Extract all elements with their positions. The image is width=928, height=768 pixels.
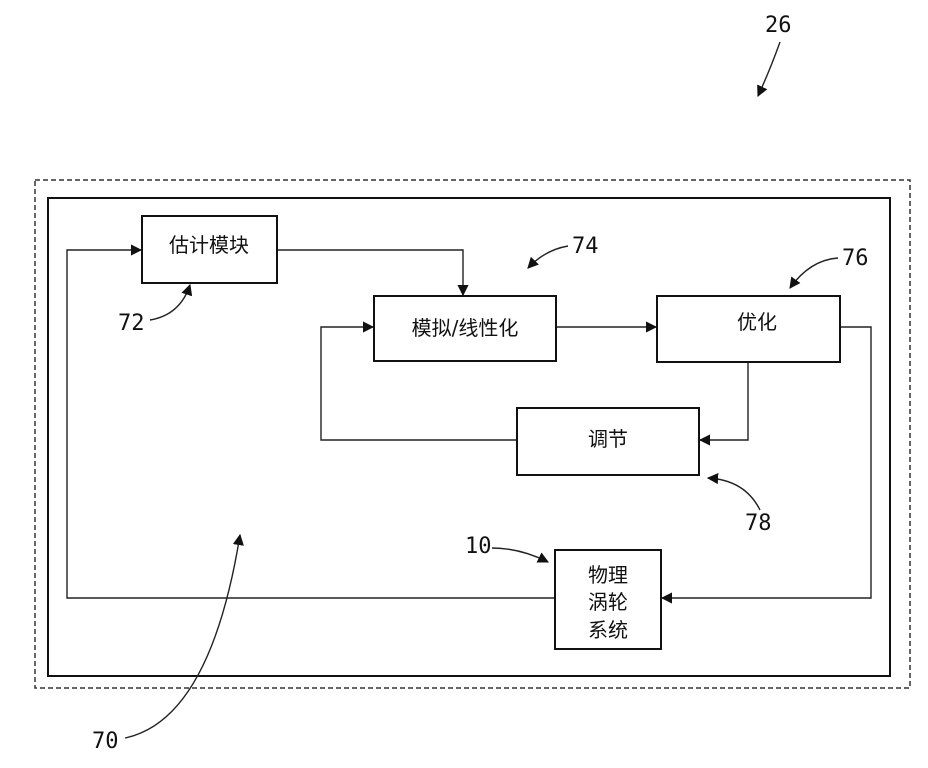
estimation-ref-number: 72 <box>118 311 145 336</box>
optimization-label: 优化 <box>737 310 777 334</box>
simulation-ref-number: 74 <box>572 234 599 259</box>
simulation-linearization-block: 模拟/线性化 <box>374 296 556 361</box>
estimation-module-block: 估计模块 <box>142 216 277 283</box>
system-ref-number: 70 <box>92 729 119 754</box>
turbine-ref-leader <box>492 548 548 562</box>
arrow-estimation-to-simulation <box>277 250 463 295</box>
turbine-ref-number: 10 <box>465 534 492 559</box>
system-ref-leader <box>125 535 240 738</box>
figure-ref-number: 26 <box>765 13 792 38</box>
optimization-block: 优化 <box>657 296 840 362</box>
turbine-label-line-1: 物理 <box>588 563 628 587</box>
turbine-label-line-3: 系统 <box>588 618 628 642</box>
optimization-ref-leader <box>790 258 838 288</box>
adjustment-block: 调节 <box>517 408 699 475</box>
physical-turbine-system-block: 物理 涡轮 系统 <box>555 550 661 649</box>
simulation-linearization-label: 模拟/线性化 <box>412 316 519 340</box>
adjustment-ref-number: 78 <box>745 511 772 536</box>
simulation-ref-leader <box>528 246 568 268</box>
estimation-ref-leader <box>150 285 190 320</box>
turbine-label-line-2: 涡轮 <box>588 590 628 614</box>
arrow-optimization-to-adjustment <box>700 362 748 440</box>
estimation-module-label: 估计模块 <box>169 233 249 257</box>
optimization-ref-number: 76 <box>842 246 869 271</box>
adjustment-label: 调节 <box>588 427 628 451</box>
figure-ref-leader <box>758 42 780 96</box>
adjustment-ref-leader <box>708 478 760 510</box>
